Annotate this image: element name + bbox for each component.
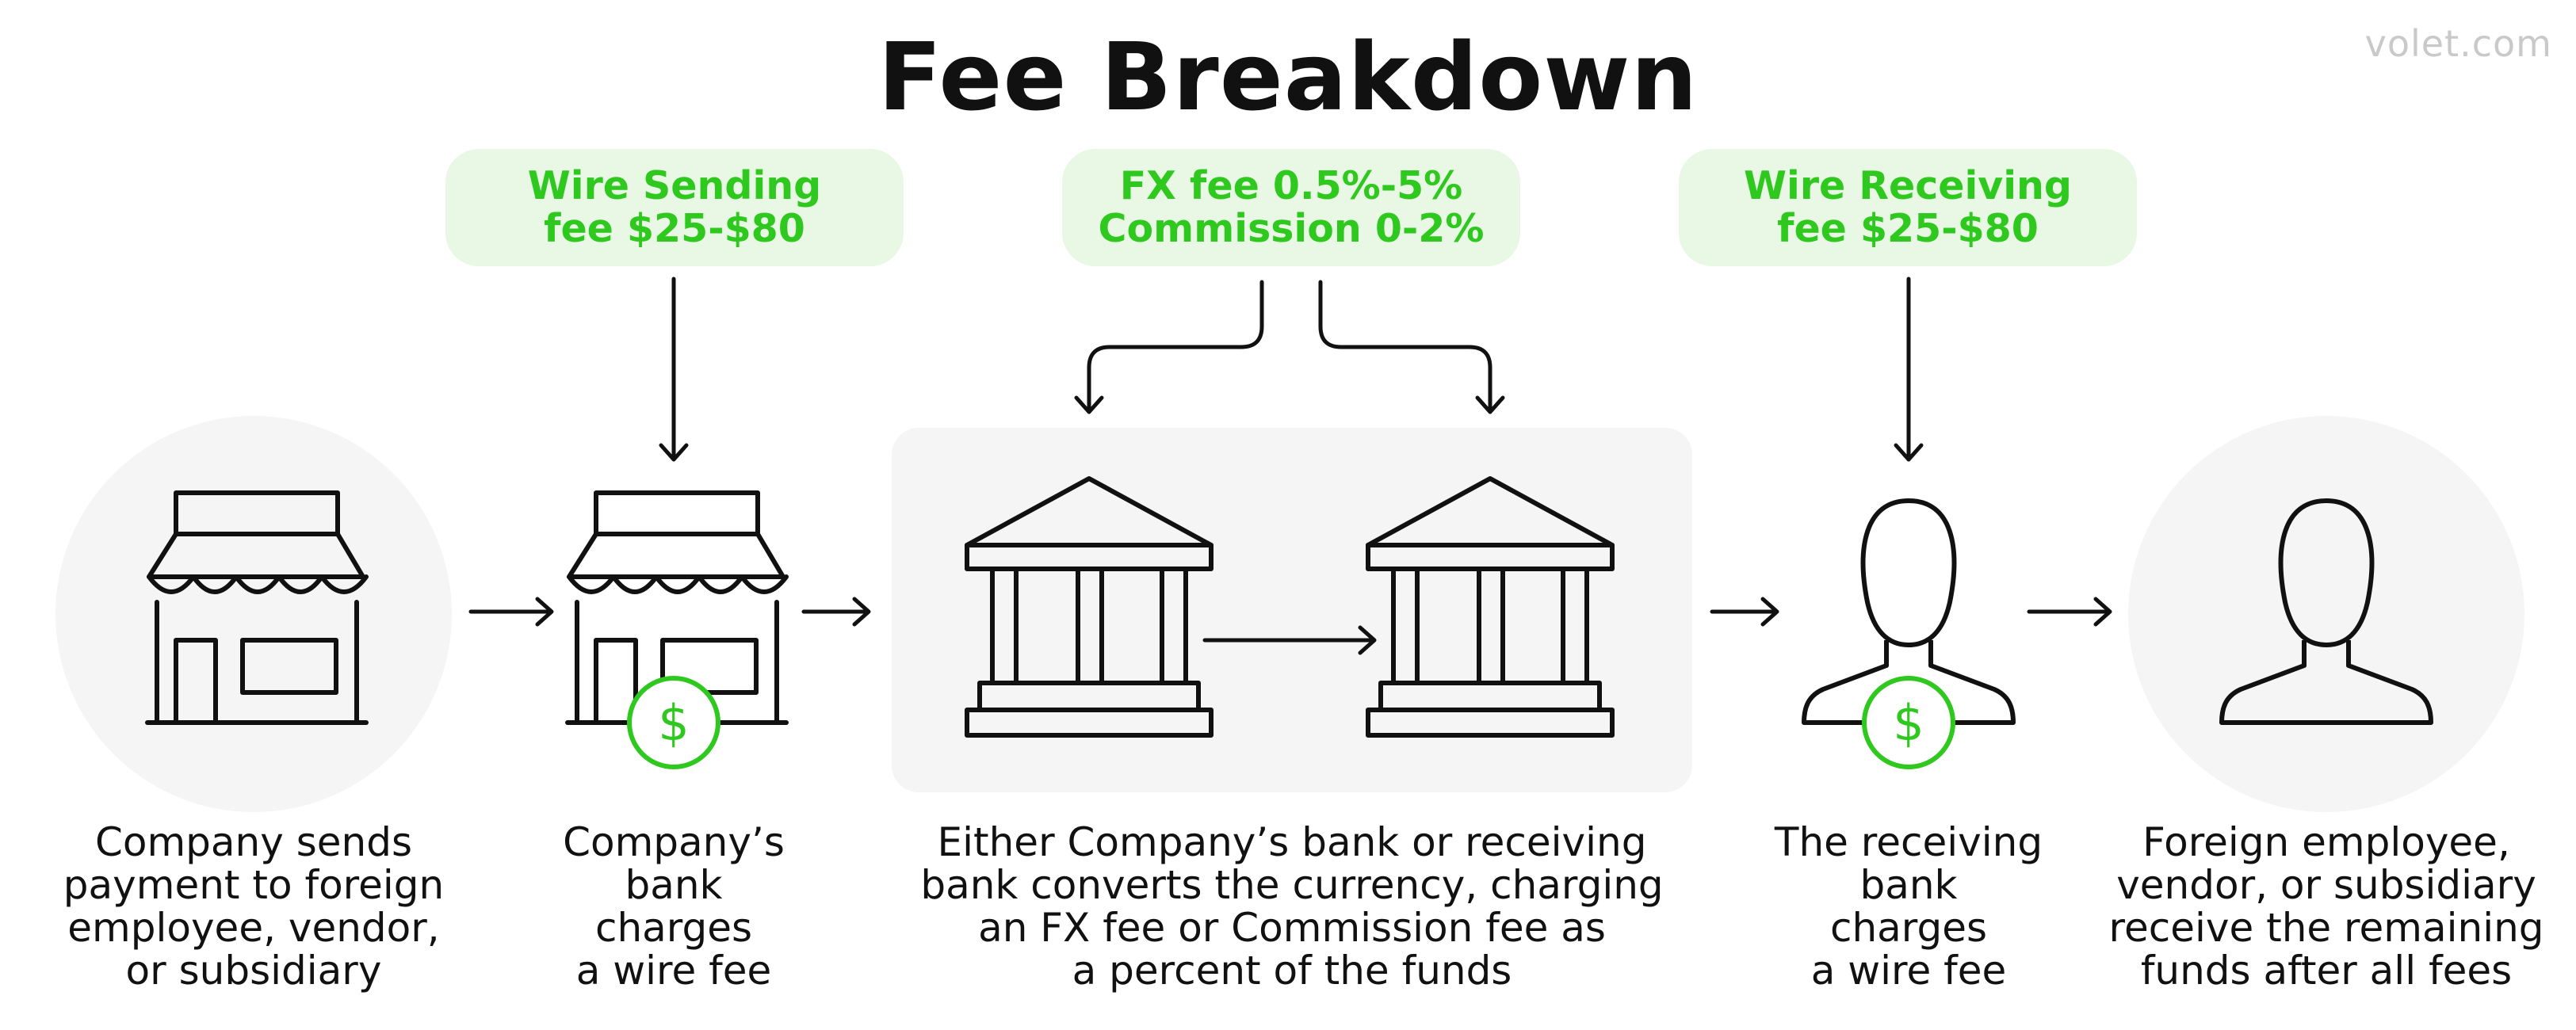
caption-conversion-line: Either Company’s bank or receiving [937,819,1647,865]
fee-box-wire-receiving-line1: Wire Receiving [1743,163,2073,208]
caption-company-line: Company sends [94,819,413,865]
caption-recipient-line: vendor, or subsidiary [2116,862,2536,908]
fee-box-wire-sending-line2: fee $25-$80 [544,206,805,251]
caption-company-bank-line: bank [625,862,723,908]
caption-receiving-bank-line: bank [1859,862,1958,908]
caption-recipient: Foreign employee, vendor, or subsidiary … [2104,821,2548,992]
arrow-bank-a-to-bank-b [1202,625,1377,655]
caption-recipient-line: receive the remaining [2108,905,2544,951]
company-bank-storefront-icon [565,490,789,725]
arrow-wire-sending-to-company-bank [659,277,689,462]
bank-b-building-icon [1366,476,1615,738]
caption-conversion-line: a percent of the funds [1072,948,1512,994]
fee-box-wire-receiving-line2: fee $25-$80 [1777,206,2039,251]
company-bank-dollar-symbol: $ [658,694,689,752]
arrow-company-bank-to-conversion [801,597,871,627]
caption-conversion: Either Company’s bank or receiving bank … [896,821,1688,992]
caption-conversion-line: bank converts the currency, charging [920,862,1664,908]
caption-company-line: payment to foreign [63,862,445,908]
caption-recipient-line: funds after all fees [2140,948,2513,994]
caption-company-bank-line: charges [594,905,753,951]
diagram-title: Fee Breakdown [877,22,1699,132]
arrow-conversion-to-receiving-bank [1710,597,1779,627]
caption-company-bank-line: a wire fee [575,948,772,994]
arrow-fx-to-bank-b [1318,280,1505,414]
fee-box-wire-sending: Wire Sending fee $25-$80 [445,149,904,266]
caption-receiving-bank-line: The receiving [1774,819,2043,865]
company-circle-background [55,416,452,812]
caption-conversion-line: an FX fee or Commission fee as [978,905,1606,951]
receiving-bank-dollar-coin-icon: $ [1862,676,1955,769]
arrow-receiving-bank-to-recipient [2027,597,2112,627]
fee-box-wire-receiving: Wire Receiving fee $25-$80 [1679,149,2137,266]
company-bank-dollar-coin-icon: $ [627,676,720,769]
fee-box-fx: FX fee 0.5%-5% Commission 0-2% [1062,149,1520,266]
company-storefront-icon [145,490,369,725]
caption-company-line: employee, vendor, [67,905,440,951]
fee-box-fx-line2: Commission 0-2% [1098,206,1485,251]
arrow-wire-receiving-to-receiving-bank [1894,277,1924,462]
caption-recipient-line: Foreign employee, [2142,819,2510,865]
arrow-fx-to-bank-a [1074,280,1264,414]
watermark: volet.com [2364,22,2552,65]
fee-box-fx-line1: FX fee 0.5%-5% [1119,163,1463,208]
caption-company-line: or subsidiary [125,948,382,994]
caption-receiving-bank-line: a wire fee [1810,948,2007,994]
recipient-person-icon [2219,498,2433,725]
caption-company-bank: Company’s bank charges a wire fee [515,821,832,992]
receiving-bank-dollar-symbol: $ [1893,694,1924,752]
bank-a-building-icon [965,476,1213,738]
caption-receiving-bank: The receiving bank charges a wire fee [1750,821,2067,992]
arrow-company-to-company-bank [468,597,554,627]
caption-receiving-bank-line: charges [1829,905,1988,951]
caption-company-bank-line: Company’s [563,819,785,865]
fee-box-wire-sending-line1: Wire Sending [527,163,822,208]
conversion-panel-background [892,428,1692,792]
recipient-circle-background [2128,416,2524,812]
caption-company: Company sends payment to foreign employe… [55,821,452,992]
